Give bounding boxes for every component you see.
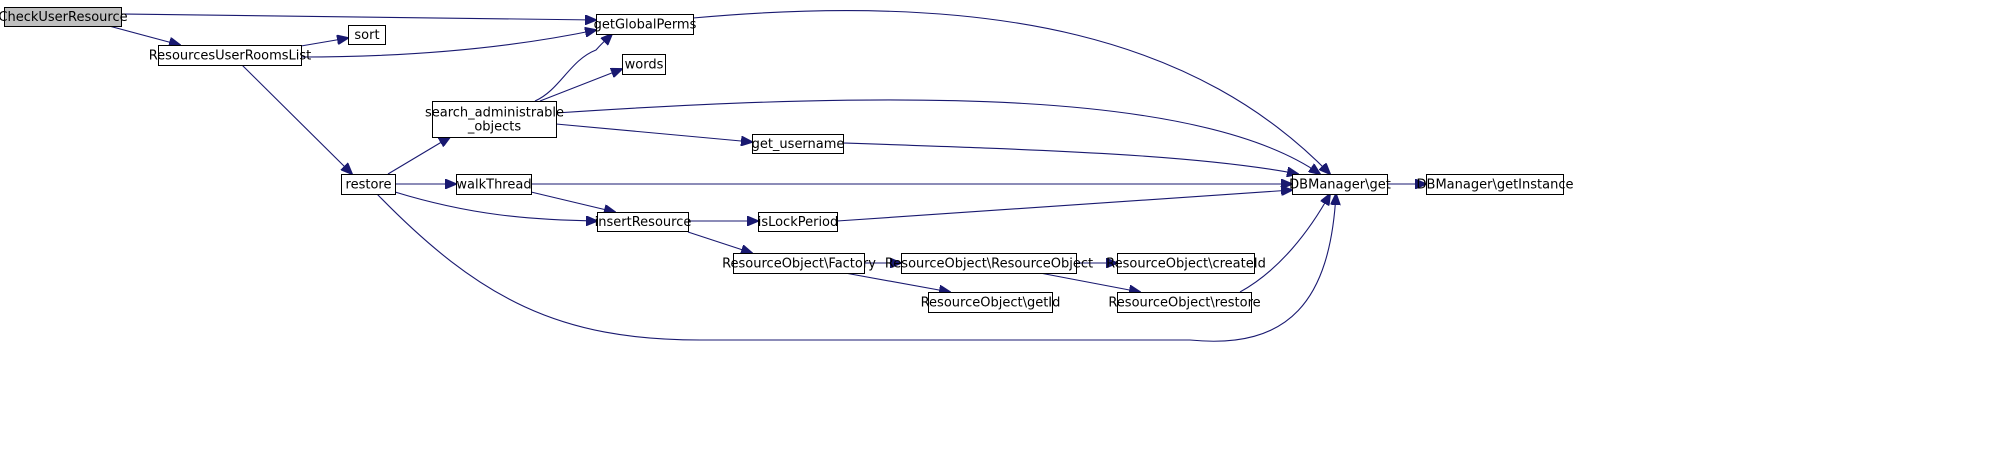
edge-islockperiod-to-dbmanager-get <box>836 190 1292 222</box>
edge-resourceobject-factory-to-resourceobject-getid <box>844 272 950 292</box>
edge-search-administrable-objects-to-get-username <box>555 123 752 142</box>
node-box <box>158 45 302 66</box>
edge-checkuserresource-to-resourcesuserroomslist <box>108 25 180 45</box>
edge-search-administrable-objects-to-words <box>539 69 622 102</box>
node-label: ResourceObject\ResourceObject <box>885 257 1093 272</box>
node-box <box>4 7 122 27</box>
node-label: ResourceObject\Factory <box>722 257 876 272</box>
node-box <box>456 174 532 195</box>
node-box <box>928 292 1053 313</box>
node-get-username[interactable]: get_username <box>752 134 845 154</box>
node-box <box>752 134 844 154</box>
node-walkthread[interactable]: walkThread <box>456 174 532 195</box>
node-label: DBManager\get <box>1289 178 1391 193</box>
node-label: ResourcesUserRoomsList <box>149 49 312 64</box>
node-box <box>1426 174 1564 195</box>
node-box <box>901 253 1077 274</box>
edge-search-administrable-objects-to-dbmanager-get <box>555 99 1320 174</box>
edge-walkthread-to-insertresource <box>530 191 615 212</box>
edge-insertresource-to-resourceobject-factory <box>687 231 752 253</box>
node-label: sort <box>354 28 379 43</box>
node-box <box>733 253 865 274</box>
edge-resourceobject-resourceobject-to-resourceobject-restore <box>1039 272 1140 292</box>
node-search-administrable-objects[interactable]: search_administrable_objects <box>425 101 564 138</box>
node-label: get_username <box>752 137 845 152</box>
edge-search-administrable-objects-to-getglobalperms <box>534 34 612 102</box>
node-label: ResourceObject\createId <box>1106 257 1266 272</box>
node-box <box>341 174 396 195</box>
node-label: DBManager\getInstance <box>1417 178 1574 193</box>
edge-restore-to-dbmanager-get <box>376 194 1336 342</box>
node-getglobalperms[interactable]: getGlobalPerms <box>594 14 697 35</box>
edge-resourcesuserroomslist-to-getglobalperms <box>300 30 596 58</box>
node-resourceobject-factory[interactable]: ResourceObject\Factory <box>722 253 876 274</box>
node-box <box>432 101 557 138</box>
node-label: CheckUserResource <box>0 10 128 25</box>
node-label: ResourceObject\restore <box>1108 296 1260 311</box>
node-box <box>348 25 386 45</box>
node-label: getGlobalPerms <box>594 18 697 33</box>
node-box <box>1292 174 1388 195</box>
edge-get-username-to-dbmanager-get <box>842 142 1298 174</box>
node-resourceobject-createid[interactable]: ResourceObject\createId <box>1106 253 1266 274</box>
node-resourceobject-restore[interactable]: ResourceObject\restore <box>1108 292 1261 313</box>
node-box <box>622 54 666 75</box>
node-resourceobject-resourceobject[interactable]: ResourceObject\ResourceObject <box>885 253 1093 274</box>
node-words[interactable]: words <box>622 54 666 75</box>
edge-getglobalperms-to-dbmanager-get <box>692 9 1330 174</box>
edge-restore-to-insertresource <box>394 191 597 221</box>
node-resourceobject-getid[interactable]: ResourceObject\getId <box>921 292 1061 313</box>
edge-resourceobject-restore-to-dbmanager-get <box>1239 194 1330 293</box>
node-label: walkThread <box>456 178 531 193</box>
node-insertresource[interactable]: insertResource <box>595 212 692 232</box>
node-box <box>596 14 694 35</box>
node-islockperiod[interactable]: isLockPeriod <box>758 212 839 232</box>
node-box <box>1117 253 1255 274</box>
node-label: ResourceObject\getId <box>921 296 1061 311</box>
edge-restore-to-search-administrable-objects <box>387 137 450 175</box>
edge-resourcesuserroomslist-to-sort <box>300 38 348 47</box>
node-label: restore <box>346 178 392 193</box>
node-dbmanager-get[interactable]: DBManager\get <box>1289 174 1391 195</box>
node-sort[interactable]: sort <box>348 25 386 45</box>
node-checkuserresource[interactable]: CheckUserResource <box>0 7 128 27</box>
edge-resourcesuserroomslist-to-restore <box>241 64 352 174</box>
node-label: isLockPeriod <box>758 215 839 230</box>
edge-checkuserresource-to-getglobalperms <box>120 13 596 20</box>
node-box <box>758 212 838 232</box>
node-label: insertResource <box>595 215 692 230</box>
node-label: words <box>625 58 664 73</box>
node-dbmanager-getinstance[interactable]: DBManager\getInstance <box>1417 174 1574 195</box>
node-box <box>597 212 689 232</box>
node-restore[interactable]: restore <box>341 174 396 195</box>
node-label: search_administrable <box>425 106 564 121</box>
node-box <box>1117 292 1252 313</box>
node-resourcesuserroomslist[interactable]: ResourcesUserRoomsList <box>149 45 312 66</box>
node-label: _objects <box>467 120 522 135</box>
edges-layer <box>108 9 1426 342</box>
